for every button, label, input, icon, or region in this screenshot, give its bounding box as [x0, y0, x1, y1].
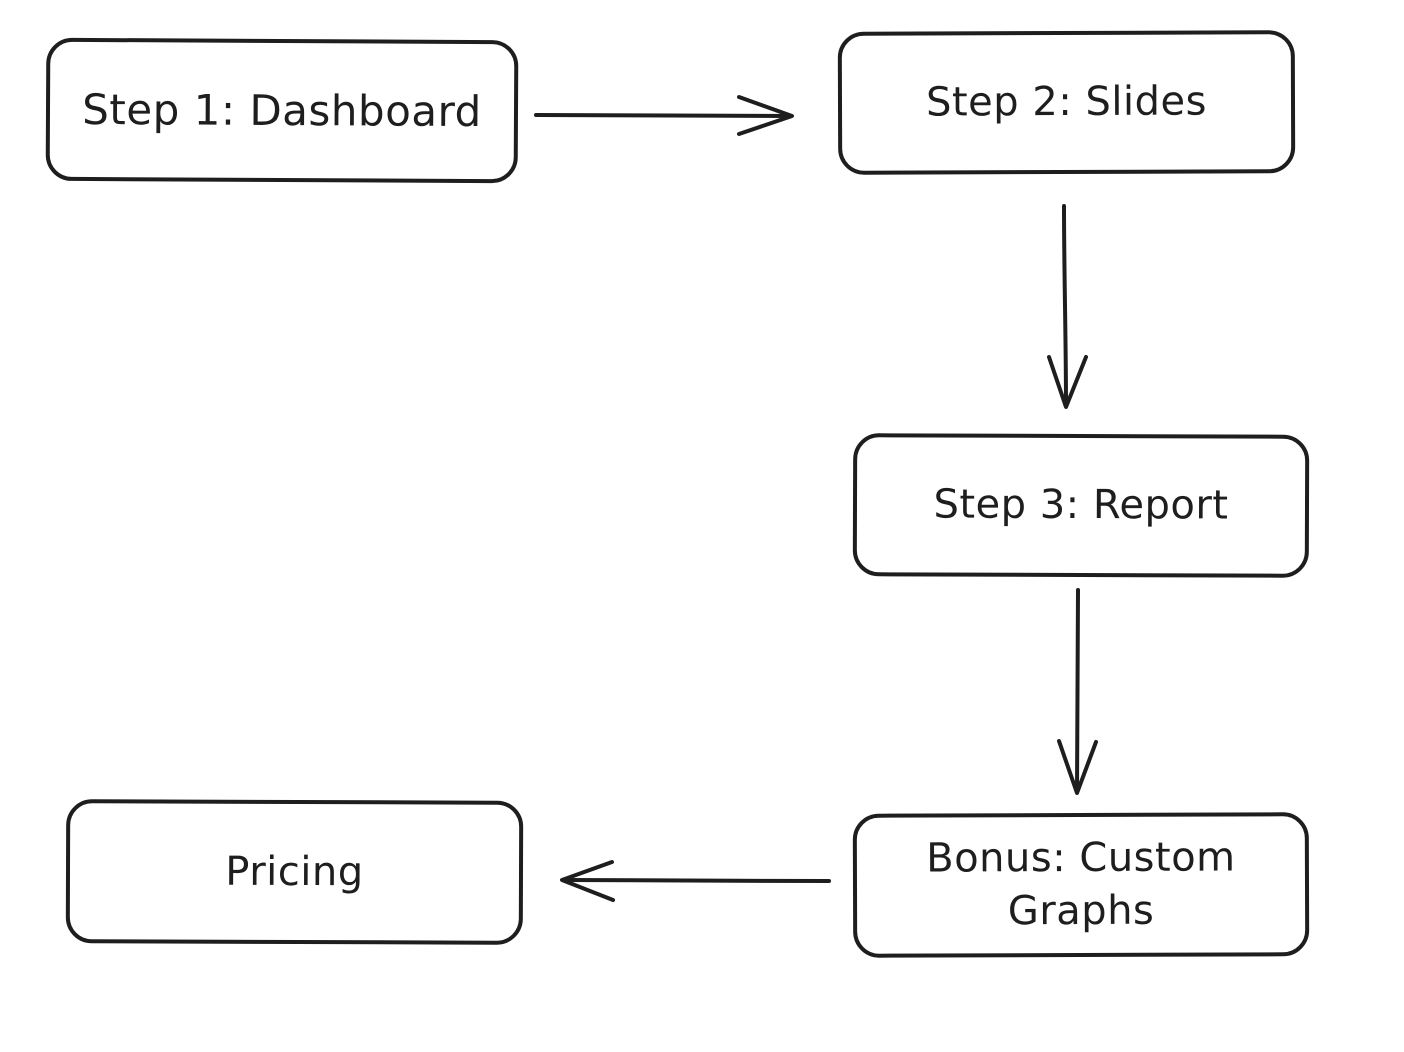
arrow-step2-to-step3 [1047, 204, 1088, 409]
node-label: Step 1: Dashboard [82, 84, 482, 136]
node-bonus-custom-graphs[interactable]: Bonus: Custom Graphs [852, 812, 1310, 958]
node-label: Pricing [225, 848, 364, 895]
arrow-step1-to-step2 [534, 95, 794, 136]
node-label: Step 3: Report [933, 481, 1229, 529]
node-label: Step 2: Slides [925, 78, 1208, 126]
node-step-1-dashboard[interactable]: Step 1: Dashboard [45, 37, 519, 184]
arrow-step3-to-bonus [1057, 588, 1098, 795]
node-label: Bonus: Custom Graphs [926, 834, 1236, 935]
node-step-3-report[interactable]: Step 3: Report [852, 433, 1310, 578]
node-step-2-slides[interactable]: Step 2: Slides [837, 30, 1296, 175]
arrow-bonus-to-pricing [560, 860, 831, 902]
node-pricing[interactable]: Pricing [65, 799, 524, 945]
